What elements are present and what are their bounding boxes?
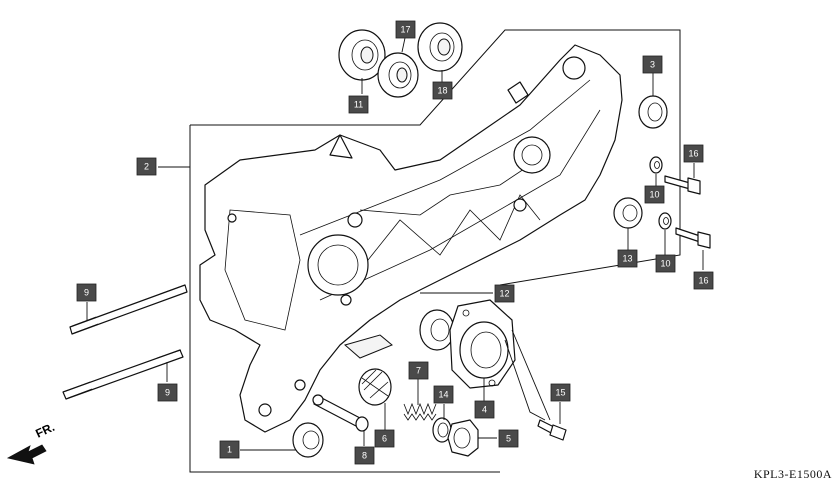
stud-bolt-9b [62,349,184,400]
callout-9a: 9 [76,283,97,302]
callout-16b-label: 16 [698,276,708,286]
bearing-11 [338,29,386,81]
bolt-16b [675,227,711,249]
oil-seal-13 [613,197,643,229]
callout-9b-label: 9 [165,388,170,398]
callout-6-label: 6 [382,434,387,444]
callout-1: 1 [219,440,240,459]
leader-lines [86,37,704,451]
callout-3: 3 [642,55,663,74]
callout-9b: 9 [157,383,178,402]
callout-7: 7 [408,361,429,380]
callout-11: 11 [348,95,369,114]
callout-13: 13 [617,249,638,268]
callout-18-label: 18 [437,86,447,96]
callout-1-label: 1 [227,445,232,455]
diagram-code: KPL3-E1500A [753,467,832,481]
callout-12: 12 [494,284,515,303]
callout-12-label: 12 [499,289,509,299]
bearing-1 [292,422,324,458]
front-direction-label: FR. [33,420,56,441]
drain-plug-5 [447,419,479,457]
callout-8-label: 8 [362,451,367,461]
spring-7 [403,402,437,421]
callout-10b-label: 10 [660,259,670,269]
callout-17: 17 [395,20,416,39]
front-direction-arrow: FR. [6,420,57,465]
stud-bolt-9a [69,284,188,335]
washer-10a [649,156,663,174]
assembly-frame [189,29,681,473]
left-crankcase [199,44,623,433]
callout-10b: 10 [655,254,676,273]
callout-10a: 10 [644,185,665,204]
callout-4-label: 4 [482,405,487,415]
callout-5: 5 [498,429,519,448]
callout-18: 18 [432,81,453,100]
callout-10a-label: 10 [649,190,659,200]
shaft-8 [312,394,369,432]
callout-4: 4 [474,400,495,419]
callout-16b: 16 [693,271,714,290]
washer-10b [658,212,672,230]
callout-16a-label: 16 [688,149,698,159]
callout-3-label: 3 [650,60,655,70]
callout-14: 14 [433,385,454,404]
oil-seal-3 [638,95,668,129]
callout-7-label: 7 [416,366,421,376]
bolt-16a [664,175,701,195]
callout-2: 2 [136,157,157,176]
bearing-17 [377,52,419,98]
callout-6: 6 [374,429,395,448]
callout-5-label: 5 [506,434,511,444]
callout-16a: 16 [683,144,704,163]
callout-11-label: 11 [354,100,363,110]
callout-17-label: 17 [400,25,410,35]
callout-13-label: 13 [622,254,632,264]
filter-screen-6 [358,368,392,406]
bearing-housing-4 [449,299,516,389]
bolt-15 [537,419,567,441]
callout-14-label: 14 [438,390,448,400]
callout-8: 8 [354,446,375,465]
callout-2-label: 2 [144,162,149,172]
callout-15-label: 15 [555,388,565,398]
bearing-18 [417,22,463,72]
callout-9a-label: 9 [84,288,89,298]
bearing-12 [419,309,455,351]
callout-15: 15 [550,383,571,402]
